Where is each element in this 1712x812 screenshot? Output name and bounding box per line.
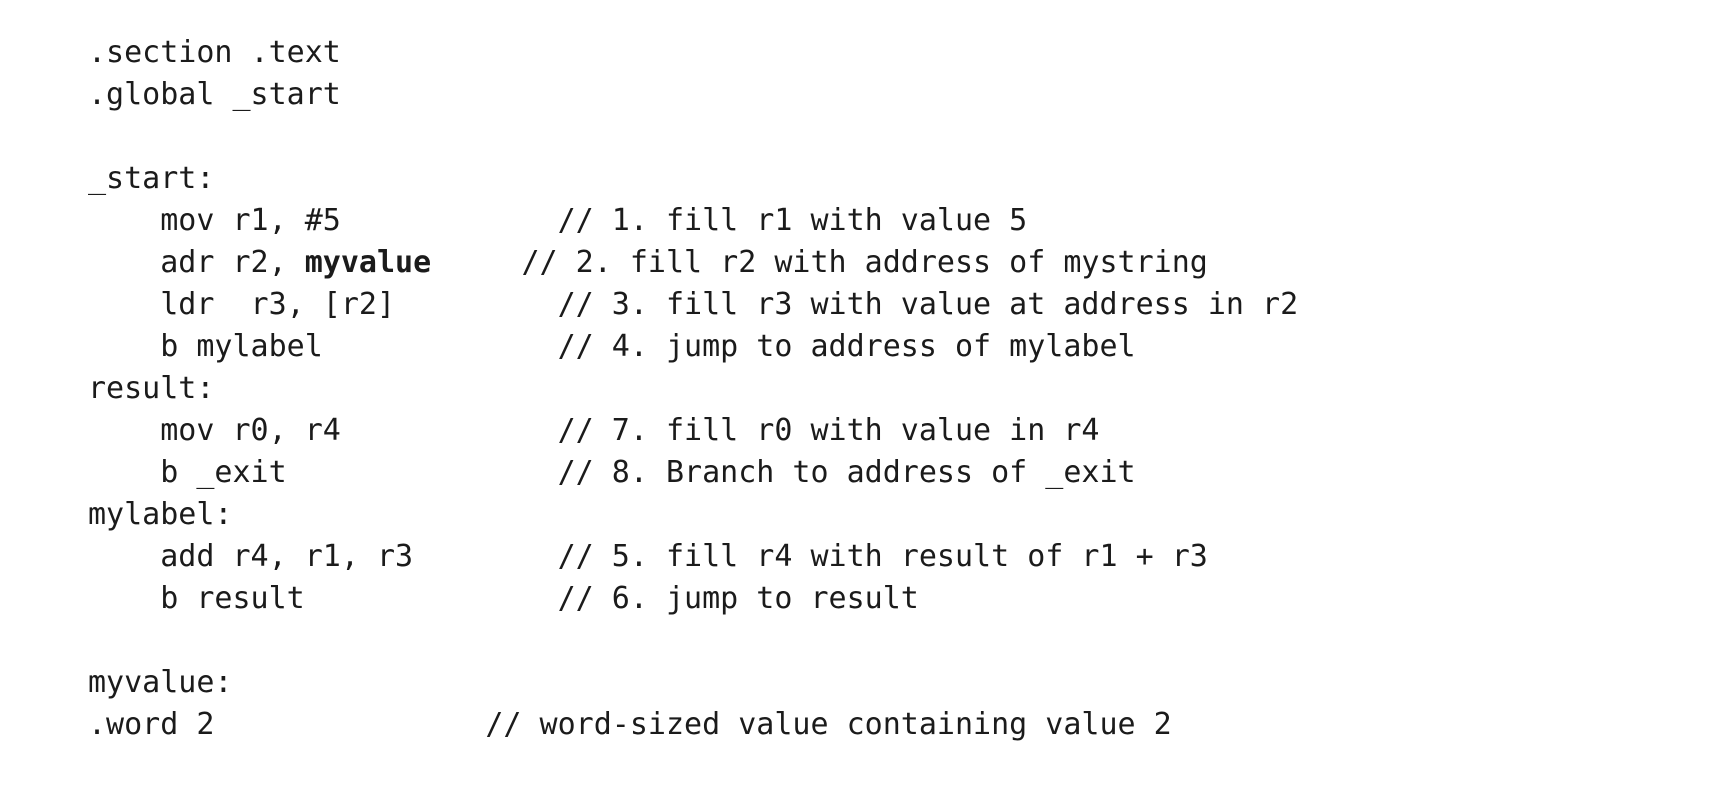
code-text: add r4, r1, r3: [88, 539, 414, 574]
code-text: [88, 623, 106, 658]
code-text: .section .text: [88, 35, 341, 70]
code-line-b-exit: b _exit // 8. Branch to address of _exit: [88, 452, 1298, 494]
code-text: _start:: [88, 161, 215, 196]
code-line-b-mylabel: b mylabel // 4. jump to address of mylab…: [88, 326, 1298, 368]
code-line-ldr-r3: ldr r3, [r2] // 3. fill r3 with value at…: [88, 284, 1298, 326]
code-text: mov r0, r4: [88, 413, 341, 448]
code-line-label-result: result:: [88, 368, 1298, 410]
code-text: adr r2,: [88, 245, 305, 280]
code-line-adr-r2: adr r2, myvalue // 2. fill r2 with addre…: [88, 242, 1298, 284]
code-comment: // 7. fill r0 with value in r4: [557, 413, 1100, 448]
code-gap: [305, 581, 558, 616]
code-gap: [413, 539, 558, 574]
code-comment: // 4. jump to address of mylabel: [557, 329, 1136, 364]
code-comment: // 2. fill r2 with address of mystring: [521, 245, 1208, 280]
code-line-blank-2: [88, 620, 1298, 662]
code-text: mylabel:: [88, 497, 233, 532]
code-gap: [341, 413, 558, 448]
code-line-blank-1: [88, 116, 1298, 158]
code-gap: [323, 329, 558, 364]
code-text: myvalue:: [88, 665, 233, 700]
code-line-label-myvalue: myvalue:: [88, 662, 1298, 704]
code-gap: [287, 455, 558, 490]
code-line-label-start: _start:: [88, 158, 1298, 200]
code-line-directive-section: .section .text: [88, 32, 1298, 74]
code-line-mov-r1: mov r1, #5 // 1. fill r1 with value 5: [88, 200, 1298, 242]
code-text: .global _start: [88, 77, 341, 112]
code-text: [88, 119, 106, 154]
code-comment: // 6. jump to result: [557, 581, 919, 616]
code-comment: // 1. fill r1 with value 5: [557, 203, 1028, 238]
code-text: b mylabel: [88, 329, 323, 364]
code-gap: [214, 707, 485, 742]
code-text: ldr r3, [r2]: [88, 287, 396, 322]
code-comment: // 5. fill r4 with result of r1 + r3: [557, 539, 1208, 574]
code-text: b _exit: [88, 455, 287, 490]
code-gap: [395, 287, 558, 322]
code-gap: [341, 203, 558, 238]
code-line-directive-word: .word 2 // word-sized value containing v…: [88, 704, 1298, 746]
code-text: b result: [88, 581, 305, 616]
code-symbol-myvalue: myvalue: [304, 245, 432, 280]
code-line-label-mylabel: mylabel:: [88, 494, 1298, 536]
code-gap: [431, 245, 521, 280]
code-comment: // 3. fill r3 with value at address in r…: [557, 287, 1299, 322]
code-line-mov-r0: mov r0, r4 // 7. fill r0 with value in r…: [88, 410, 1298, 452]
code-text: mov r1, #5: [88, 203, 341, 238]
assembly-source-code[interactable]: .section .text .global _start _start: mov…: [88, 32, 1298, 746]
code-line-directive-global: .global _start: [88, 74, 1298, 116]
code-comment: // 8. Branch to address of _exit: [557, 455, 1136, 490]
code-comment: // word-sized value containing value 2: [485, 707, 1172, 742]
code-text: result:: [88, 371, 215, 406]
code-line-add-r4: add r4, r1, r3 // 5. fill r4 with result…: [88, 536, 1298, 578]
code-text: .word 2: [88, 707, 215, 742]
code-line-b-result: b result // 6. jump to result: [88, 578, 1298, 620]
